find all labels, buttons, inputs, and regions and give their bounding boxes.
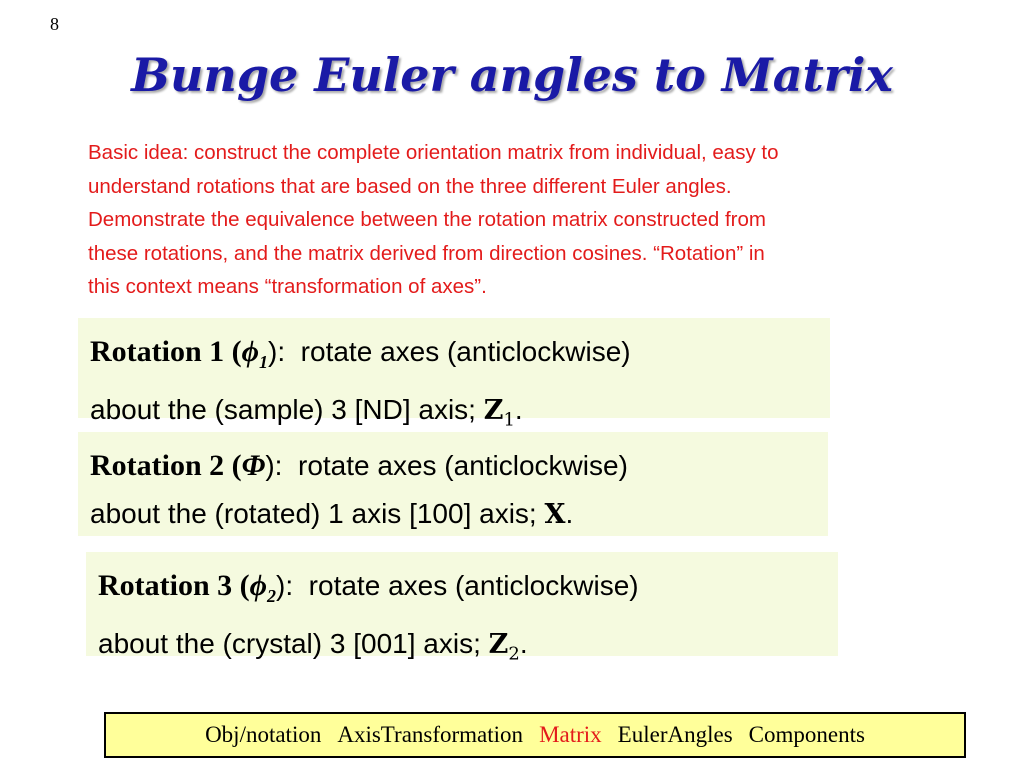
rotation-1-heading: Rotation 1 ( [90,335,242,368]
nav-link-matrix[interactable]: Matrix [539,722,602,747]
rotation-3-line-2: about the (crystal) 3 [001] axis; Z2. [98,628,528,665]
phi1-symbol: ϕ1 [241,335,269,372]
slide-title: Bunge Euler angles to Matrix [131,48,893,102]
rotation-2-heading: Rotation 2 ( [90,449,242,482]
intro-line: Basic idea: construct the complete orien… [88,141,779,164]
rotation-2-line-1: Rotation 2 (Φ): rotate axes (anticlockwi… [90,442,814,490]
intro-line: understand rotations that are based on t… [88,174,732,198]
rotation-2-line-2: about the (rotated) 1 axis [100] axis; X… [90,498,574,530]
navigation-bar: Obj/notation AxisTransformation Matrix E… [104,712,966,758]
rotation-3-close: ): [276,570,294,601]
rotation-1-line-1: Rotation 1 (ϕ1): rotate axes (anticlockw… [90,328,816,386]
nav-link-axis-transformation[interactable]: AxisTransformation [337,722,524,747]
nav-link-obj-notation[interactable]: Obj/notation [205,722,322,747]
rotation-2-close: ): [265,450,283,481]
rotation-3-heading: Rotation 3 ( [98,569,250,602]
rotation-3-box: Rotation 3 (ϕ2): rotate axes (anticlockw… [86,552,838,664]
nav-link-components[interactable]: Components [748,722,865,747]
phi2-symbol: ϕ2 [249,569,277,606]
rotation-1-line-2: about the (sample) 3 [ND] axis; Z1. [90,394,523,431]
rotation-2-desc: rotate axes (anticlockwise) [282,450,628,481]
rotation-1-close: ): [268,336,286,367]
rotation-3-desc: rotate axes (anticlockwise) [293,570,639,601]
rotation-1-box: Rotation 1 (ϕ1): rotate axes (anticlockw… [78,318,830,430]
axis-x: X [544,499,566,530]
rotation-1-desc: rotate axes (anticlockwise) [285,336,631,367]
intro-line: Demonstrate the equivalence between the … [88,208,766,231]
axis-z2: Z2 [488,629,520,665]
intro-line: this context means “transformation of ax… [88,275,487,298]
slide-number: 8 [50,14,59,34]
axis-z1: Z1 [483,395,515,431]
rotation-2-box: Rotation 2 (Φ): rotate axes (anticlockwi… [78,432,828,536]
nav-link-euler-angles[interactable]: EulerAngles [617,722,733,747]
intro-line: these rotations, and the matrix derived … [88,241,765,265]
intro-paragraph: Basic idea: construct the complete orien… [88,136,993,304]
capital-phi-symbol: Φ [241,449,266,482]
rotation-3-line-1: Rotation 3 (ϕ2): rotate axes (anticlockw… [98,562,824,620]
